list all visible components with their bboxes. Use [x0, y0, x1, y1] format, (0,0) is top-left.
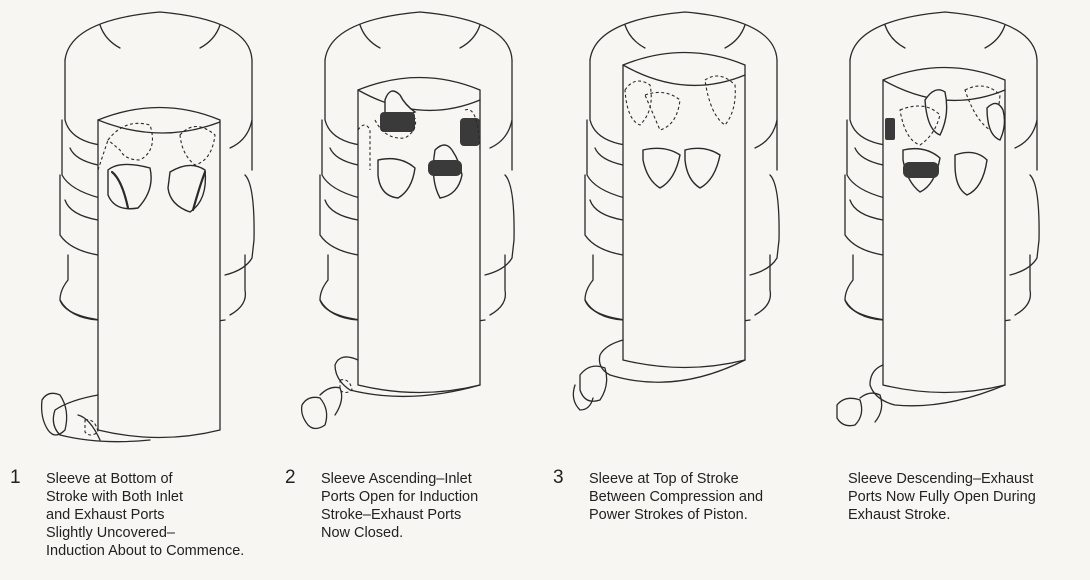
caption-line: Now Closed.: [321, 525, 404, 541]
figure-number-1: 1: [10, 467, 21, 488]
figure-number-2: 2: [285, 467, 296, 488]
caption-line: Ports Open for Induction: [321, 489, 479, 505]
caption-line: Sleeve Ascending–Inlet: [321, 471, 472, 487]
sleeve-valve-cylinder-drawing-4: [836, 11, 1040, 427]
caption-line: Between Compression and: [589, 489, 764, 505]
caption-line: Ports Now Fully Open During: [848, 489, 1036, 505]
caption-text-1: Sleeve at Bottom of Stroke with Both Inl…: [46, 470, 244, 560]
figure-3-sleeve-top: [555, 0, 815, 460]
sleeve-valve-cylinder-drawing-3: [572, 11, 780, 411]
caption-line: Slightly Uncovered–: [46, 525, 175, 541]
caption-line: Exhaust Stroke.: [848, 507, 951, 523]
caption-line: Stroke with Both Inlet: [46, 489, 184, 505]
caption-text-2: Sleeve Ascending–Inlet Ports Open for In…: [321, 470, 478, 542]
sleeve-valve-cylinder-drawing-1: [40, 11, 255, 443]
sleeve-valve-cylinder-drawing-2: [300, 11, 515, 430]
caption-line: Stroke–Exhaust Ports: [321, 507, 462, 523]
caption-line: Power Strokes of Piston.: [589, 507, 748, 523]
figure-2-sleeve-ascending: [290, 0, 550, 460]
caption-line: and Exhaust Ports: [46, 507, 165, 523]
caption-line: Sleeve Descending–Exhaust: [848, 471, 1034, 487]
figure-4-sleeve-descending: [815, 0, 1080, 460]
figure-1-sleeve-bottom: [30, 0, 290, 460]
caption-line: Induction About to Commence.: [46, 543, 245, 559]
figure-number-3: 3: [553, 467, 564, 488]
caption-text-3: Sleeve at Top of Stroke Between Compress…: [589, 470, 763, 524]
caption-line: Sleeve at Top of Stroke: [589, 471, 739, 487]
caption-text-4: Sleeve Descending–Exhaust Ports Now Full…: [848, 470, 1036, 524]
caption-line: Sleeve at Bottom of: [46, 471, 173, 487]
